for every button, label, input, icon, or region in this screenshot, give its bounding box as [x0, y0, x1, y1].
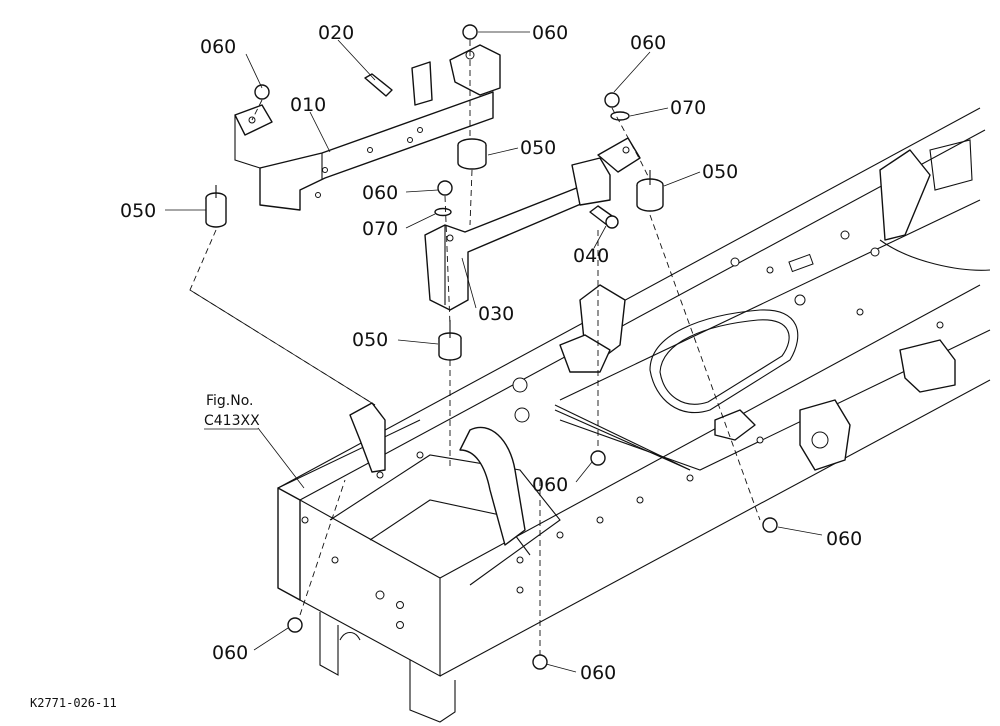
- callout-060: 060: [362, 182, 398, 204]
- bracket-010: [234, 44, 501, 211]
- callout-060: 060: [532, 22, 568, 44]
- callout-060: 060: [580, 662, 616, 684]
- callout-050: 050: [702, 161, 738, 183]
- figure-reference-number: C413XX: [204, 413, 260, 429]
- callout-050: 050: [120, 200, 156, 222]
- callout-070: 070: [670, 97, 706, 119]
- rubber-mount: [438, 320, 462, 361]
- callout-050: 050: [352, 329, 388, 351]
- bracket-030: [424, 137, 641, 311]
- callout-060: 060: [826, 528, 862, 550]
- callout-020: 020: [318, 22, 354, 44]
- callout-070: 070: [362, 218, 398, 240]
- assembly-axes: [189, 40, 761, 655]
- figure-reference: Fig.No. C413XX: [204, 393, 260, 430]
- callout-010: 010: [290, 94, 326, 116]
- callout-060: 060: [200, 36, 236, 58]
- callout-030: 030: [478, 303, 514, 325]
- callout-060: 060: [212, 642, 248, 664]
- callout-040: 040: [573, 245, 609, 267]
- leader-lines: [165, 31, 823, 673]
- callout-060: 060: [532, 474, 568, 496]
- main-frame: [277, 107, 991, 723]
- hardware: [205, 24, 778, 670]
- callout-labels: 060 020 010 060 060 070 050 050 050 060 …: [120, 22, 862, 684]
- drawing-code: K2771-026-11: [30, 696, 117, 710]
- figure-reference-label: Fig.No.: [206, 393, 254, 409]
- rubber-mount: [205, 185, 227, 228]
- callout-060: 060: [630, 32, 666, 54]
- rubber-mount: [636, 170, 664, 212]
- callout-050: 050: [520, 137, 556, 159]
- rubber-mount: [457, 138, 487, 170]
